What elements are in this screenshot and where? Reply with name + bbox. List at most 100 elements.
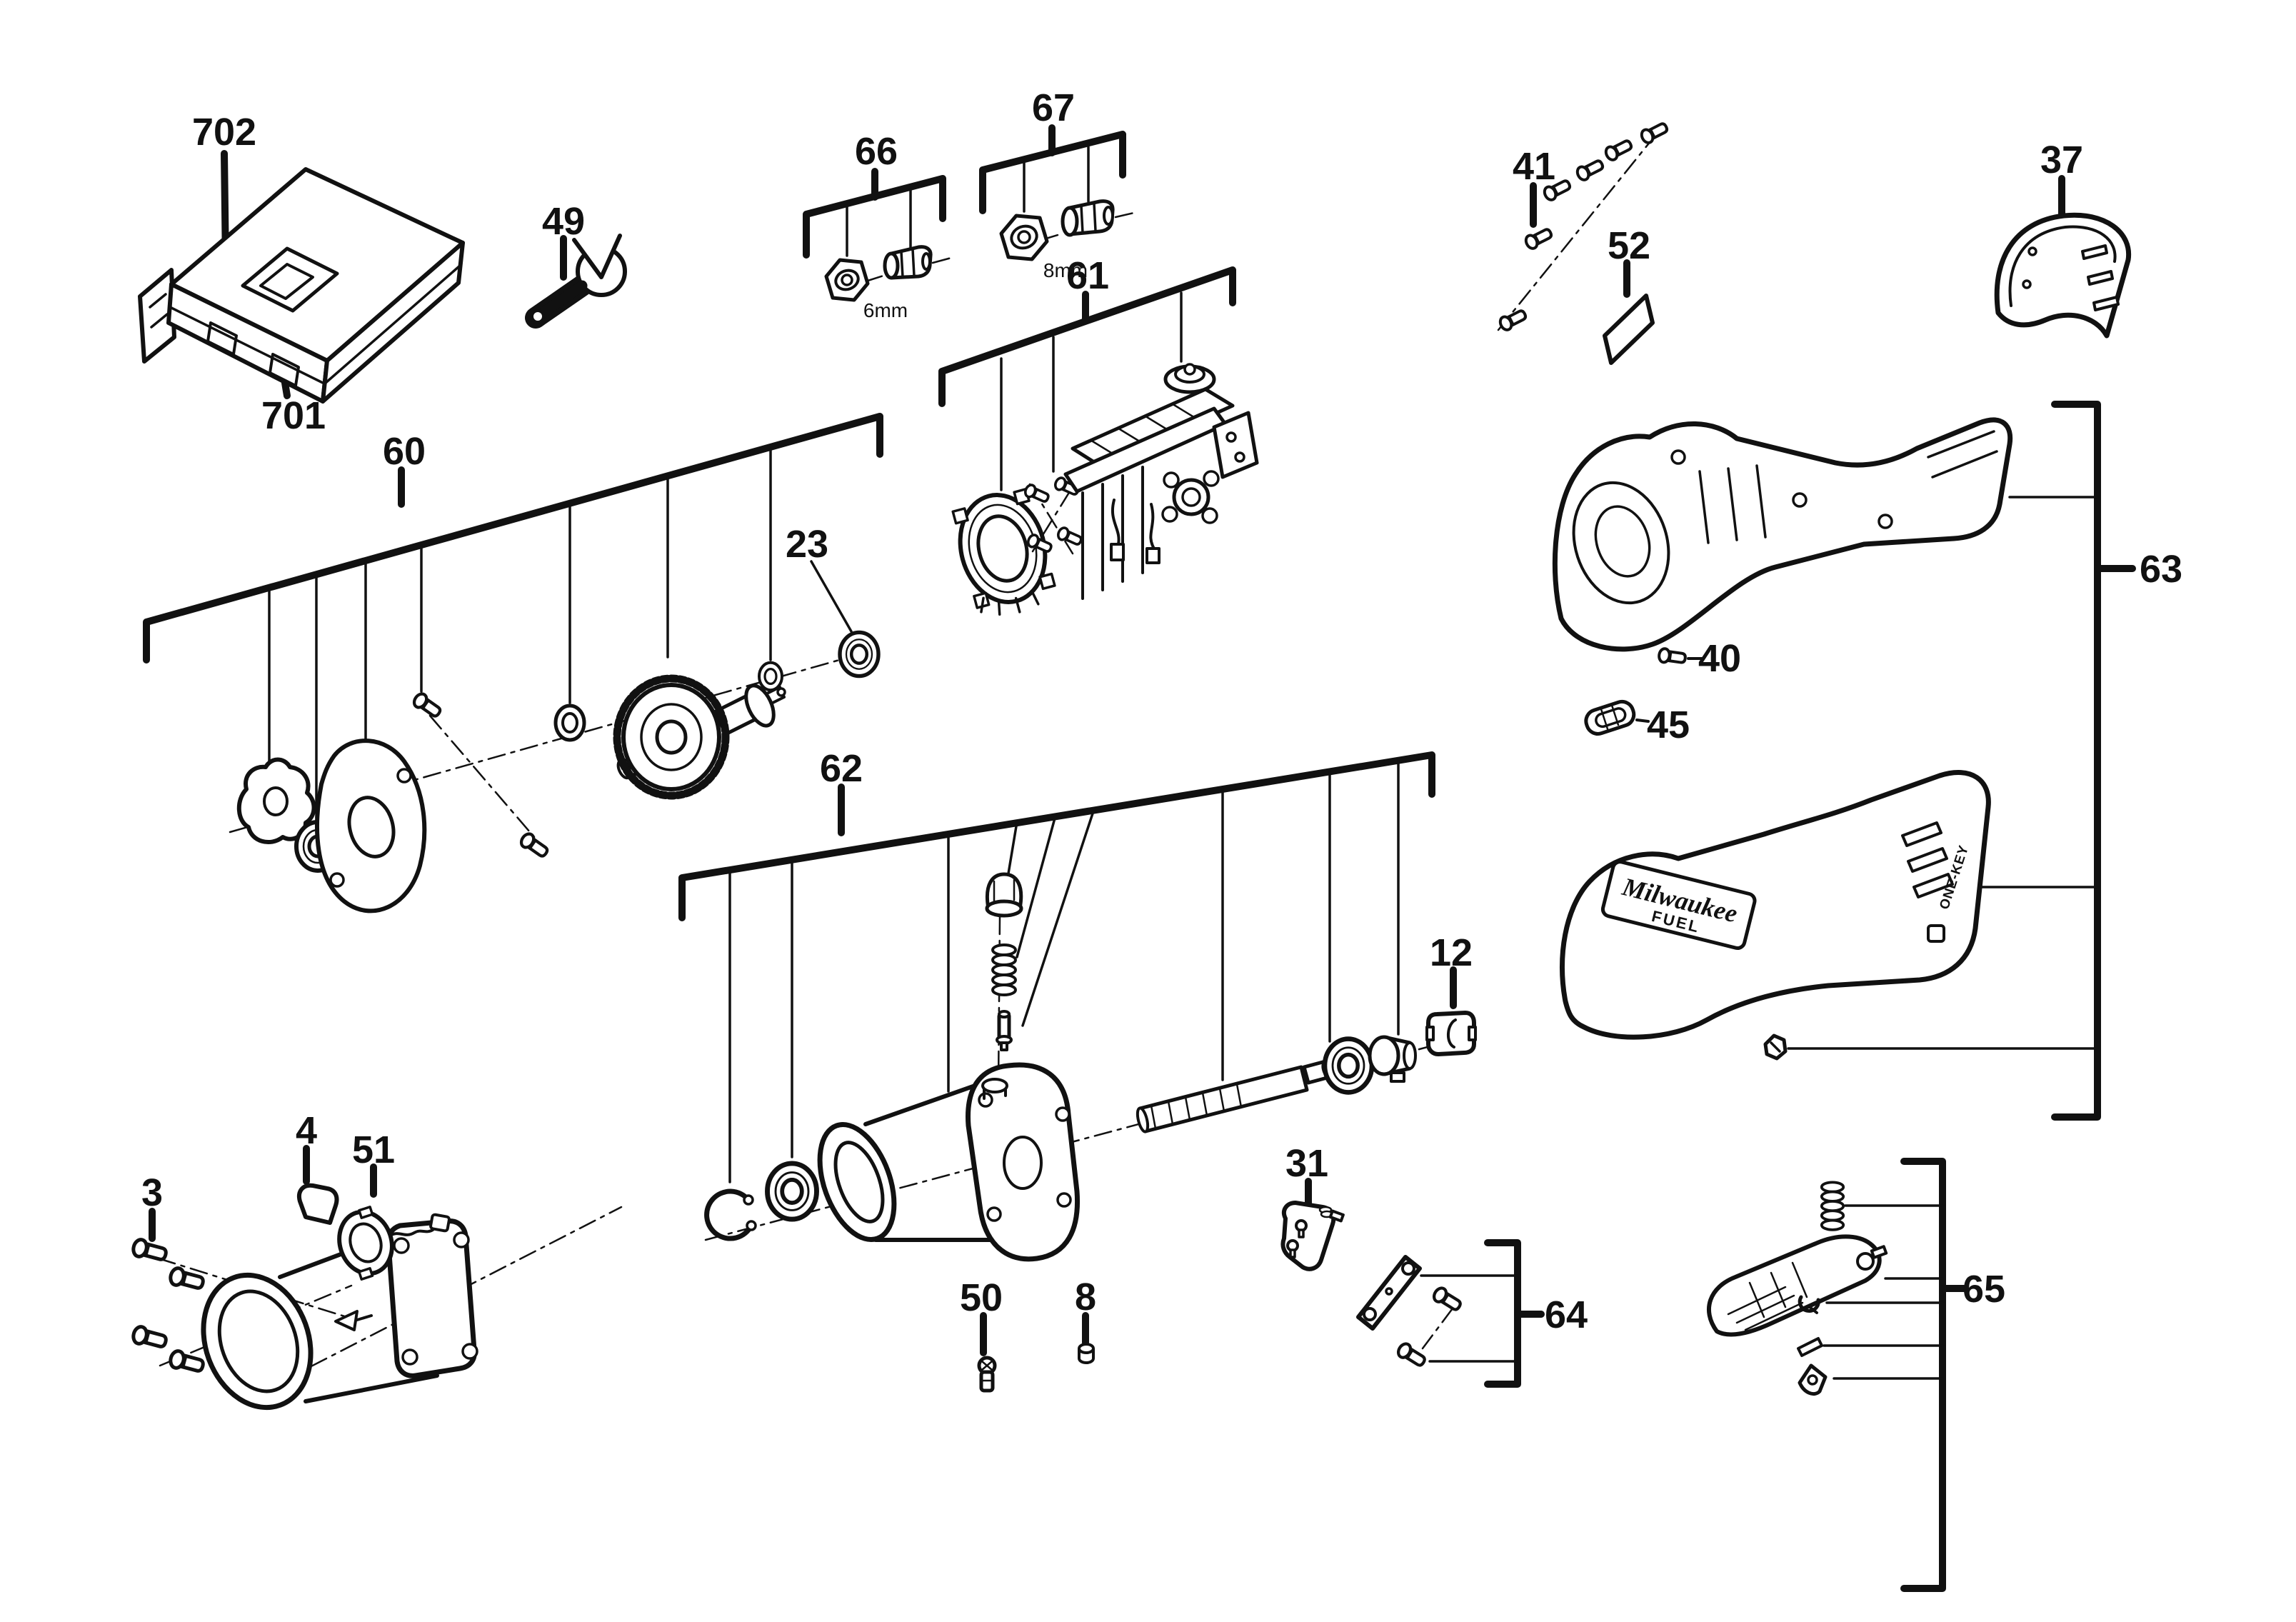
washer-60 <box>556 706 584 740</box>
paddle-lever <box>1707 1234 1888 1337</box>
switch-spring <box>1820 1181 1845 1231</box>
wire-lead <box>1111 499 1121 546</box>
spindle-collar <box>1368 1035 1417 1083</box>
callout-51: 51 <box>352 1128 395 1171</box>
motor-electronics-assembly-61: 61 <box>938 254 1259 616</box>
gear-spindle <box>613 674 786 800</box>
collet-8mm-back <box>1061 206 1079 237</box>
cam-lever <box>1798 1363 1828 1396</box>
cap-nut-facets <box>993 878 1016 903</box>
spindle-housing-assembly-62: 62 12 <box>678 747 1477 1262</box>
led-ring-51 <box>337 1206 451 1281</box>
collet-6mm-nose <box>921 252 931 271</box>
bracket-65 <box>1900 1158 1946 1592</box>
screw-3-c <box>131 1326 168 1351</box>
callout-66: 66 <box>855 130 898 173</box>
latch-31 <box>1280 1201 1345 1271</box>
lock-bar <box>1356 1255 1422 1331</box>
small-parts-group: 50 8 31 <box>960 1142 1345 1393</box>
valve-pin-50 <box>977 1356 997 1393</box>
collet-6mm-slits <box>900 248 916 279</box>
nose-housing-4 <box>201 1183 478 1411</box>
callout-64: 64 <box>1545 1293 1588 1336</box>
collet-set-67: 67 8mm <box>979 86 1138 281</box>
bracket-62 <box>678 751 1435 921</box>
callout-31: 31 <box>1285 1142 1328 1185</box>
end-cap-37: 37 <box>1994 139 2132 339</box>
detent-pin <box>996 1010 1013 1051</box>
callout-3: 3 <box>141 1171 163 1214</box>
screw-40-group: 40 <box>1658 637 1741 680</box>
screw-60-b <box>518 831 550 859</box>
gear-train-assembly-60: 60 23 <box>143 413 883 913</box>
screw-64-b <box>1396 1341 1428 1368</box>
cap-nut-base <box>985 899 1023 918</box>
housing-screws-41: 41 <box>1498 121 1670 332</box>
case-insert-702 <box>259 263 314 300</box>
gearcase-housing <box>817 1062 1081 1262</box>
bracket-60 <box>143 413 883 664</box>
retainer-clip <box>1798 1295 1820 1314</box>
heat-sink <box>1071 387 1235 468</box>
leader-pin-62 <box>1021 808 1096 1027</box>
lock-button-12 <box>1425 1011 1477 1056</box>
collet-nut-8mm-hole <box>1017 230 1031 244</box>
axis-64 <box>1421 1307 1454 1350</box>
wire-lead-2 <box>1149 503 1155 550</box>
gasket-plate <box>315 739 427 913</box>
carrying-case-assembly: 702 701 <box>138 111 465 437</box>
callout-60: 60 <box>383 430 426 473</box>
collet-6mm-back <box>883 251 900 280</box>
spindle-shaft <box>1136 1059 1333 1133</box>
collet-8mm-nose <box>1103 206 1114 226</box>
lock-bar-assembly-64: 64 <box>1356 1239 1588 1388</box>
case-seam-2 <box>324 264 461 384</box>
stator <box>951 487 1056 616</box>
leader-spring-62 <box>1016 814 1057 958</box>
cap-hole <box>2027 246 2037 256</box>
axis-66 <box>864 256 953 283</box>
bracket-63 <box>2051 401 2101 1121</box>
callout-41: 41 <box>1513 145 1555 188</box>
sleeve-8 <box>1078 1343 1095 1364</box>
collet-set-66: 66 6mm <box>803 130 953 321</box>
wrench-jaw-edges <box>572 234 622 279</box>
housing-bottom-half: Milwaukee FUEL ONE-KEY <box>1560 770 1991 1040</box>
case-side-face <box>321 241 465 404</box>
axis-41 <box>1497 121 1667 331</box>
housing-assembly-63: 63 40 45 <box>1552 401 2182 1121</box>
cap-inner-edge <box>2008 225 2117 307</box>
leader-23 <box>810 560 853 633</box>
callout-8: 8 <box>1075 1276 1096 1318</box>
wire-connector <box>1110 543 1125 561</box>
bearing-23 <box>840 632 878 676</box>
case-ridge <box>149 293 167 309</box>
cap-nut <box>986 872 1023 911</box>
detent-spring <box>991 943 1017 996</box>
paddle-switch-assembly-65: 65 <box>1707 1158 2005 1592</box>
retaining-ring <box>704 1188 757 1241</box>
annotation-6mm: 6mm <box>863 299 908 321</box>
case-latch-right <box>269 353 300 387</box>
callout-65: 65 <box>1962 1268 2005 1311</box>
spider-insulator <box>1161 470 1220 524</box>
callout-701: 701 <box>261 394 326 437</box>
callout-49: 49 <box>542 200 585 243</box>
callout-23: 23 <box>786 523 828 566</box>
detent-boss <box>981 1078 1008 1093</box>
callout-63: 63 <box>2140 548 2182 591</box>
callout-67: 67 <box>1032 86 1075 129</box>
terminal-plate <box>1212 411 1259 479</box>
fan-coupling <box>236 757 316 845</box>
bearing-62b <box>1325 1039 1372 1093</box>
bearing-62a <box>768 1163 817 1219</box>
label-sticker <box>1603 294 1655 365</box>
cap-vent-slot-3 <box>2092 296 2120 311</box>
screw-60-a <box>411 691 443 719</box>
callout-12: 12 <box>1430 931 1473 974</box>
callout-37: 37 <box>2040 139 2083 181</box>
collet-nut-6mm-hole <box>841 274 853 286</box>
housing-screw-small <box>1763 1033 1788 1061</box>
